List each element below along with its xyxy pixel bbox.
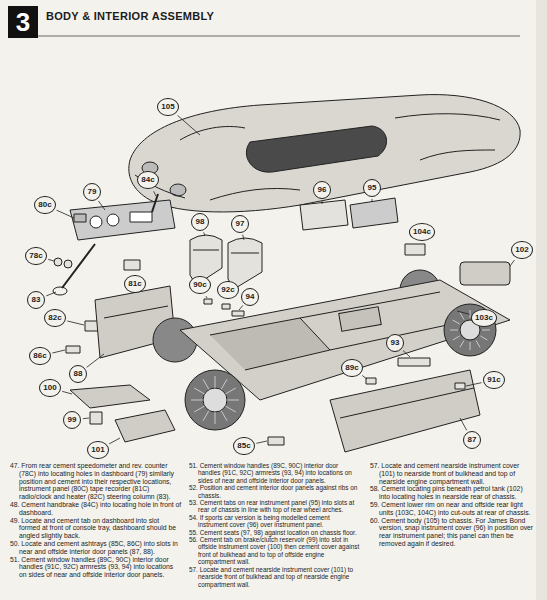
instruction-step: 53. Cement tabs on rear instrument panel…: [189, 499, 361, 514]
leader-line: [322, 201, 323, 204]
leader-line: [46, 292, 56, 296]
leader-line: [178, 115, 200, 135]
leader-line: [57, 210, 74, 218]
leader-line: [243, 235, 244, 240]
instruction-step: 50. Locate and cement ashtrays (85C, 86C…: [10, 540, 182, 556]
leader-line: [457, 311, 470, 314]
callout-number: 96: [313, 181, 331, 199]
instruction-step: 52. Position and cement interior door pa…: [189, 484, 361, 499]
leader-line: [109, 438, 120, 444]
leader-line: [466, 383, 482, 386]
callout-number: 93: [386, 334, 404, 352]
instruction-step: 57. Locate and cement nearside instrumen…: [370, 462, 534, 485]
leader-line: [98, 201, 105, 210]
callout-number: 92c: [217, 281, 238, 299]
callout-number: 94: [241, 288, 259, 306]
callout-number: 100: [39, 379, 60, 397]
callout-number: 103c: [471, 309, 497, 327]
callout-number: 102: [511, 241, 532, 259]
callout-number: 82c: [44, 309, 65, 327]
instruction-step: 55. Cement seats (97, 98) against locati…: [189, 529, 361, 536]
instruction-step: 59. Cement lower rim on near and offside…: [370, 501, 534, 517]
callout-number: 105: [157, 98, 178, 116]
leader-line: [256, 441, 267, 443]
callout-number: 91c: [483, 371, 504, 389]
instruction-step: 57. Locate and cement nearside instrumen…: [189, 566, 361, 588]
callout-number: 98: [191, 213, 209, 231]
leader-line: [52, 350, 65, 353]
callout-number: 97: [231, 215, 249, 233]
callout-number: 84c: [137, 171, 158, 189]
instruction-column: 51. Cement window handles (89C, 90C) int…: [189, 462, 361, 588]
leader-line: [362, 375, 367, 379]
heading: BODY & INTERIOR ASSEMBLY: [46, 10, 214, 22]
callout-number: 80c: [34, 196, 55, 214]
instruction-step: 60. Cement body (105) to chassis. For Ja…: [370, 517, 534, 548]
step-box: 3: [8, 6, 38, 38]
instruction-step: 58. Cement locating pins beneath petrol …: [370, 485, 534, 501]
instruction-column: 47. From rear cement speedometer and rev…: [10, 462, 182, 579]
callout-number: 78c: [25, 247, 46, 265]
instruction-step: 47. From rear cement speedometer and rev…: [10, 462, 182, 501]
callout-number: 86c: [29, 347, 50, 365]
leader-line: [154, 191, 156, 196]
callout-number: 89c: [341, 359, 362, 377]
instruction-step: 51. Cement window handles (89C, 90C) int…: [189, 462, 361, 484]
callout-number: 79: [83, 183, 101, 201]
step-number: 3: [8, 6, 38, 38]
callout-number: 85c: [233, 437, 254, 455]
callout-number: 81c: [124, 275, 145, 293]
leader-line: [83, 418, 89, 420]
callout-number: 95: [363, 179, 381, 197]
leader-line: [67, 321, 84, 325]
instruction-step: 48. Cement handbrake (84C) into locating…: [10, 501, 182, 517]
leader-line: [403, 351, 410, 357]
callout-number: 104c: [409, 223, 435, 241]
leader-line: [87, 354, 104, 367]
instruction-step: 49. Locate and cement tab on dashboard i…: [10, 517, 182, 540]
callout-number: 101: [87, 441, 108, 459]
callout-number: 99: [63, 411, 81, 429]
leader-line: [510, 260, 514, 266]
leader-line: [62, 391, 72, 394]
leader-line: [206, 296, 208, 298]
leader-line: [48, 259, 54, 261]
callout-number: 87: [463, 431, 481, 449]
instruction-step: 54. If sports car version is being model…: [189, 514, 361, 529]
instruction-column: 57. Locate and cement nearside instrumen…: [370, 462, 534, 548]
instruction-step: 51. Cement window handles (89C, 90C) int…: [10, 556, 182, 579]
callout-number: 83: [27, 291, 45, 309]
leader-line: [372, 199, 373, 202]
leader-line: [239, 305, 243, 310]
callout-number: 88: [69, 365, 87, 383]
leader-line: [204, 232, 205, 236]
instruction-step: 56. Cement tab on brake/clutch reservoir…: [189, 536, 361, 566]
callout-number: 90c: [189, 276, 210, 294]
leader-line: [460, 418, 467, 430]
